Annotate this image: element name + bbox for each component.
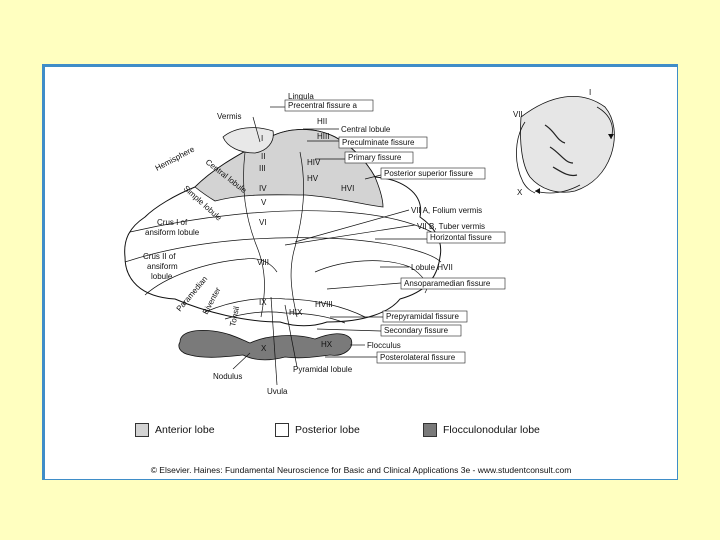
- figure-panel: Lingula Vermis Hemisphere Central lobule…: [42, 64, 678, 480]
- box-posterior-superior: [380, 167, 486, 180]
- box-horizontal: [426, 231, 506, 244]
- legend-item-posterior: Posterior lobe: [275, 423, 360, 437]
- legend-item-flocculonodular: Flocculonodular lobe: [423, 423, 540, 437]
- label-posterior-superior-fissure: Posterior superior fissure: [384, 169, 473, 178]
- leader-vii-a: [294, 209, 410, 243]
- label-tonsil: Tonsil: [228, 305, 241, 327]
- mark-hiii: HIII: [317, 132, 329, 141]
- label-precentral-fissure: Precentral fissure a: [288, 101, 357, 110]
- legend-swatch-flocculonodular: [423, 423, 437, 437]
- sagittal-inset: I VII X: [513, 88, 615, 197]
- leader-ansoparamedian: [326, 282, 402, 290]
- leader-vermis: [252, 116, 261, 143]
- mark-vi: VI: [259, 218, 267, 227]
- label-flocculus: Flocculus: [367, 341, 401, 350]
- box-secondary: [380, 324, 462, 337]
- box-primary: [344, 151, 414, 164]
- label-vii-b: VII B, Tuber vermis: [417, 222, 485, 231]
- label-primary-fissure: Primary fissure: [348, 153, 402, 162]
- secondary-fissure-line: [224, 311, 346, 324]
- box-ansoparamedian: [400, 277, 506, 290]
- box-posterolateral: [376, 351, 466, 364]
- legend-label-flocculonodular: Flocculonodular lobe: [443, 424, 540, 436]
- mark-v: V: [261, 198, 267, 207]
- mark-hx: HX: [321, 340, 333, 349]
- flocculonodular-lobe-area: [178, 330, 353, 361]
- legend-item-anterior: Anterior lobe: [135, 423, 215, 437]
- box-prepyramidal: [382, 310, 468, 323]
- label-crus-1-l2: ansiform lobule: [145, 228, 200, 237]
- label-central-lobule-right: Central lobule: [341, 125, 391, 134]
- leader-uvula: [270, 296, 278, 386]
- legend-swatch-posterior: [275, 423, 289, 437]
- label-crus-2-l2: ansiform: [147, 262, 178, 271]
- label-crus-1-l1: Crus I of: [157, 218, 188, 227]
- mark-hiv: HIV: [307, 158, 321, 167]
- horizontal-fissure-line: [124, 237, 442, 263]
- prepyramidal-fissure-line: [204, 297, 366, 318]
- label-crus-2-l3: lobule: [151, 272, 173, 281]
- cerebellum-diagram: Lingula Vermis Hemisphere Central lobule…: [124, 88, 615, 396]
- legend-label-anterior: Anterior lobe: [155, 424, 215, 436]
- label-prepyramidal-fissure: Prepyramidal fissure: [386, 312, 459, 321]
- label-ansoparamedian-fissure: Ansoparamedian fissure: [404, 279, 491, 288]
- mark-x: X: [261, 344, 267, 353]
- legend-swatch-anterior: [135, 423, 149, 437]
- vermis-divider-left: [243, 151, 265, 318]
- label-secondary-fissure: Secondary fissure: [384, 326, 449, 335]
- label-lingula: Lingula: [288, 92, 314, 101]
- vermis-divider-right: [290, 151, 304, 318]
- mark-ix: IX: [259, 298, 267, 307]
- ansoparamedian-fissure-line: [144, 258, 278, 296]
- legend-label-posterior: Posterior lobe: [295, 424, 360, 436]
- leader-pyramidal: [284, 304, 298, 368]
- label-posterolateral-fissure: Posterolateral fissure: [380, 353, 456, 362]
- label-pyramidal-lobule: Pyramidal lobule: [293, 365, 353, 374]
- mark-hix: HIX: [289, 308, 303, 317]
- leader-vii-b: [284, 224, 416, 246]
- mark-iii: III: [259, 164, 266, 173]
- box-preculminate: [338, 136, 428, 149]
- leader-posterior-superior: [364, 174, 382, 180]
- inset-label-x: X: [517, 188, 523, 197]
- label-hemisphere: Hemisphere: [154, 144, 197, 172]
- label-lobule-hvii: Lobule HVII: [411, 263, 453, 272]
- lingula-region: [222, 127, 274, 154]
- mark-hv: HV: [307, 174, 319, 183]
- mark-hii: HII: [317, 117, 327, 126]
- mark-hviii: HVIII: [315, 300, 333, 309]
- label-crus-2-l1: Crus II of: [143, 252, 176, 261]
- inset-label-vii: VII: [513, 110, 523, 119]
- mark-i: I: [261, 134, 263, 143]
- mark-viii: VIII: [257, 258, 269, 267]
- label-vii-a: VII A, Folium vermis: [411, 206, 482, 215]
- mark-iv: IV: [259, 184, 267, 193]
- inset-label-i: I: [589, 88, 591, 97]
- credit-line: © Elsevier. Haines: Fundamental Neurosci…: [150, 465, 572, 475]
- mark-ii: II: [261, 152, 265, 161]
- label-vermis: Vermis: [217, 112, 241, 121]
- leader-nodulus: [232, 352, 251, 370]
- label-nodulus: Nodulus: [213, 372, 242, 381]
- label-uvula: Uvula: [267, 387, 288, 396]
- box-precentral: [284, 99, 374, 112]
- label-horizontal-fissure: Horizontal fissure: [430, 233, 492, 242]
- mark-hvi: HVI: [341, 184, 354, 193]
- label-preculminate-fissure: Preculminate fissure: [342, 138, 415, 147]
- leader-secondary: [316, 328, 382, 332]
- posterior-superior-fissure-line: [129, 210, 438, 236]
- legend: Anterior lobe Posterior lobe Flocculonod…: [135, 423, 615, 447]
